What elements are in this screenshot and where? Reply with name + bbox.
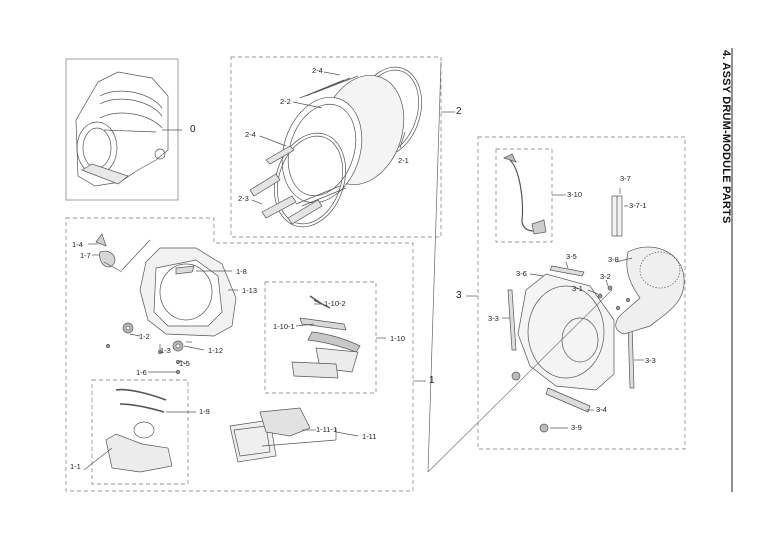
drum-lifter-4 [265,145,295,165]
drum-lifter-1 [249,173,281,197]
drum-front-ring [274,132,346,228]
label-3-3-right: 3-3 [645,356,656,365]
part-3-5 [549,265,585,277]
label-1-11: 1-11 [362,432,377,441]
label-1-10: 1-10 [390,334,406,343]
label-3-9: 3-9 [571,423,582,432]
label-3-7: 3-7 [620,174,631,183]
label-1-5: 1-5 [179,359,190,368]
label-1-6: 1-6 [136,368,147,377]
front-1-frame [65,217,414,492]
front-1-group [65,217,426,492]
label-3-1: 3-1 [572,284,583,293]
label-2-1: 2-1 [398,156,409,165]
assembly-0-housing [75,71,169,187]
part-1-10-1 [307,331,361,353]
part-1-7 [99,250,116,268]
label-2: 2 [456,106,462,117]
drum-lifter-2 [261,195,297,219]
label-1-1: 1-1 [70,462,81,471]
label-1-10-2: 1-10-2 [324,299,346,308]
part-3-2 [607,285,613,291]
page-title: 4. ASSY DRUM-MODULE PARTS [720,50,732,224]
label-3-4: 3-4 [596,405,607,414]
page-title-container: 4. ASSY DRUM-MODULE PARTS [720,50,732,490]
label-1-12: 1-12 [208,346,224,355]
label-3-8: 3-8 [608,255,619,264]
label-1-7: 1-7 [80,251,91,260]
drum-2-group [230,56,455,473]
label-2-3: 2-3 [238,194,249,203]
drum-body-front [281,96,363,204]
label-1: 1 [429,375,435,386]
label-3-2: 3-2 [600,272,611,281]
part-1-11-1 [259,407,311,437]
label-3-3-left: 3-3 [488,314,499,323]
part-gasket-ring [133,421,155,439]
part-1-11 [229,419,277,463]
part-1-4 [95,233,107,247]
drum-2-frame [230,56,442,238]
label-1-3: 1-3 [160,346,171,355]
label-3-7-1: 3-7-1 [629,201,647,210]
part-1-1 [105,433,173,473]
part-3-9 [539,423,549,433]
label-3-10: 3-10 [567,190,583,199]
label-1-10-1: 1-10-1 [273,322,295,331]
drum-lifter-3 [287,199,323,225]
label-2-4-front: 2-4 [245,130,256,139]
harness-3-10-frame [495,148,553,243]
part-1-10-2 [299,317,347,331]
label-3-6: 3-6 [516,269,527,278]
part-3-3-left [507,289,517,351]
label-0: 0 [190,124,196,135]
assembly-0-frame [65,58,179,201]
part-3-3-right [627,323,635,389]
assembly-0-group [65,58,182,201]
part-3-10-harness [509,159,543,232]
rear-3-frame [477,136,686,450]
label-1-9: 1-9 [199,407,210,416]
filter-1-10-frame [264,281,377,394]
label-3-5: 3-5 [566,252,577,261]
label-1-13: 1-13 [242,286,258,295]
label-1-4: 1-4 [72,240,83,249]
part-3-6-rear-bulkhead [517,273,615,391]
rear-3-group [427,136,686,473]
part-3-8-duct [615,246,685,335]
label-1-11-1: 1-11-1 [316,425,338,434]
part-3-1 [597,293,603,299]
label-1-8: 1-8 [236,267,247,276]
label-2-4-rear: 2-4 [312,66,323,75]
label-1-2: 1-2 [139,332,150,341]
label-2-2: 2-2 [280,97,291,106]
door-1-9-frame [91,379,189,485]
label-3: 3 [456,290,462,301]
part-3-4 [545,387,591,413]
assembly-0-front-ring-inner [82,127,112,169]
